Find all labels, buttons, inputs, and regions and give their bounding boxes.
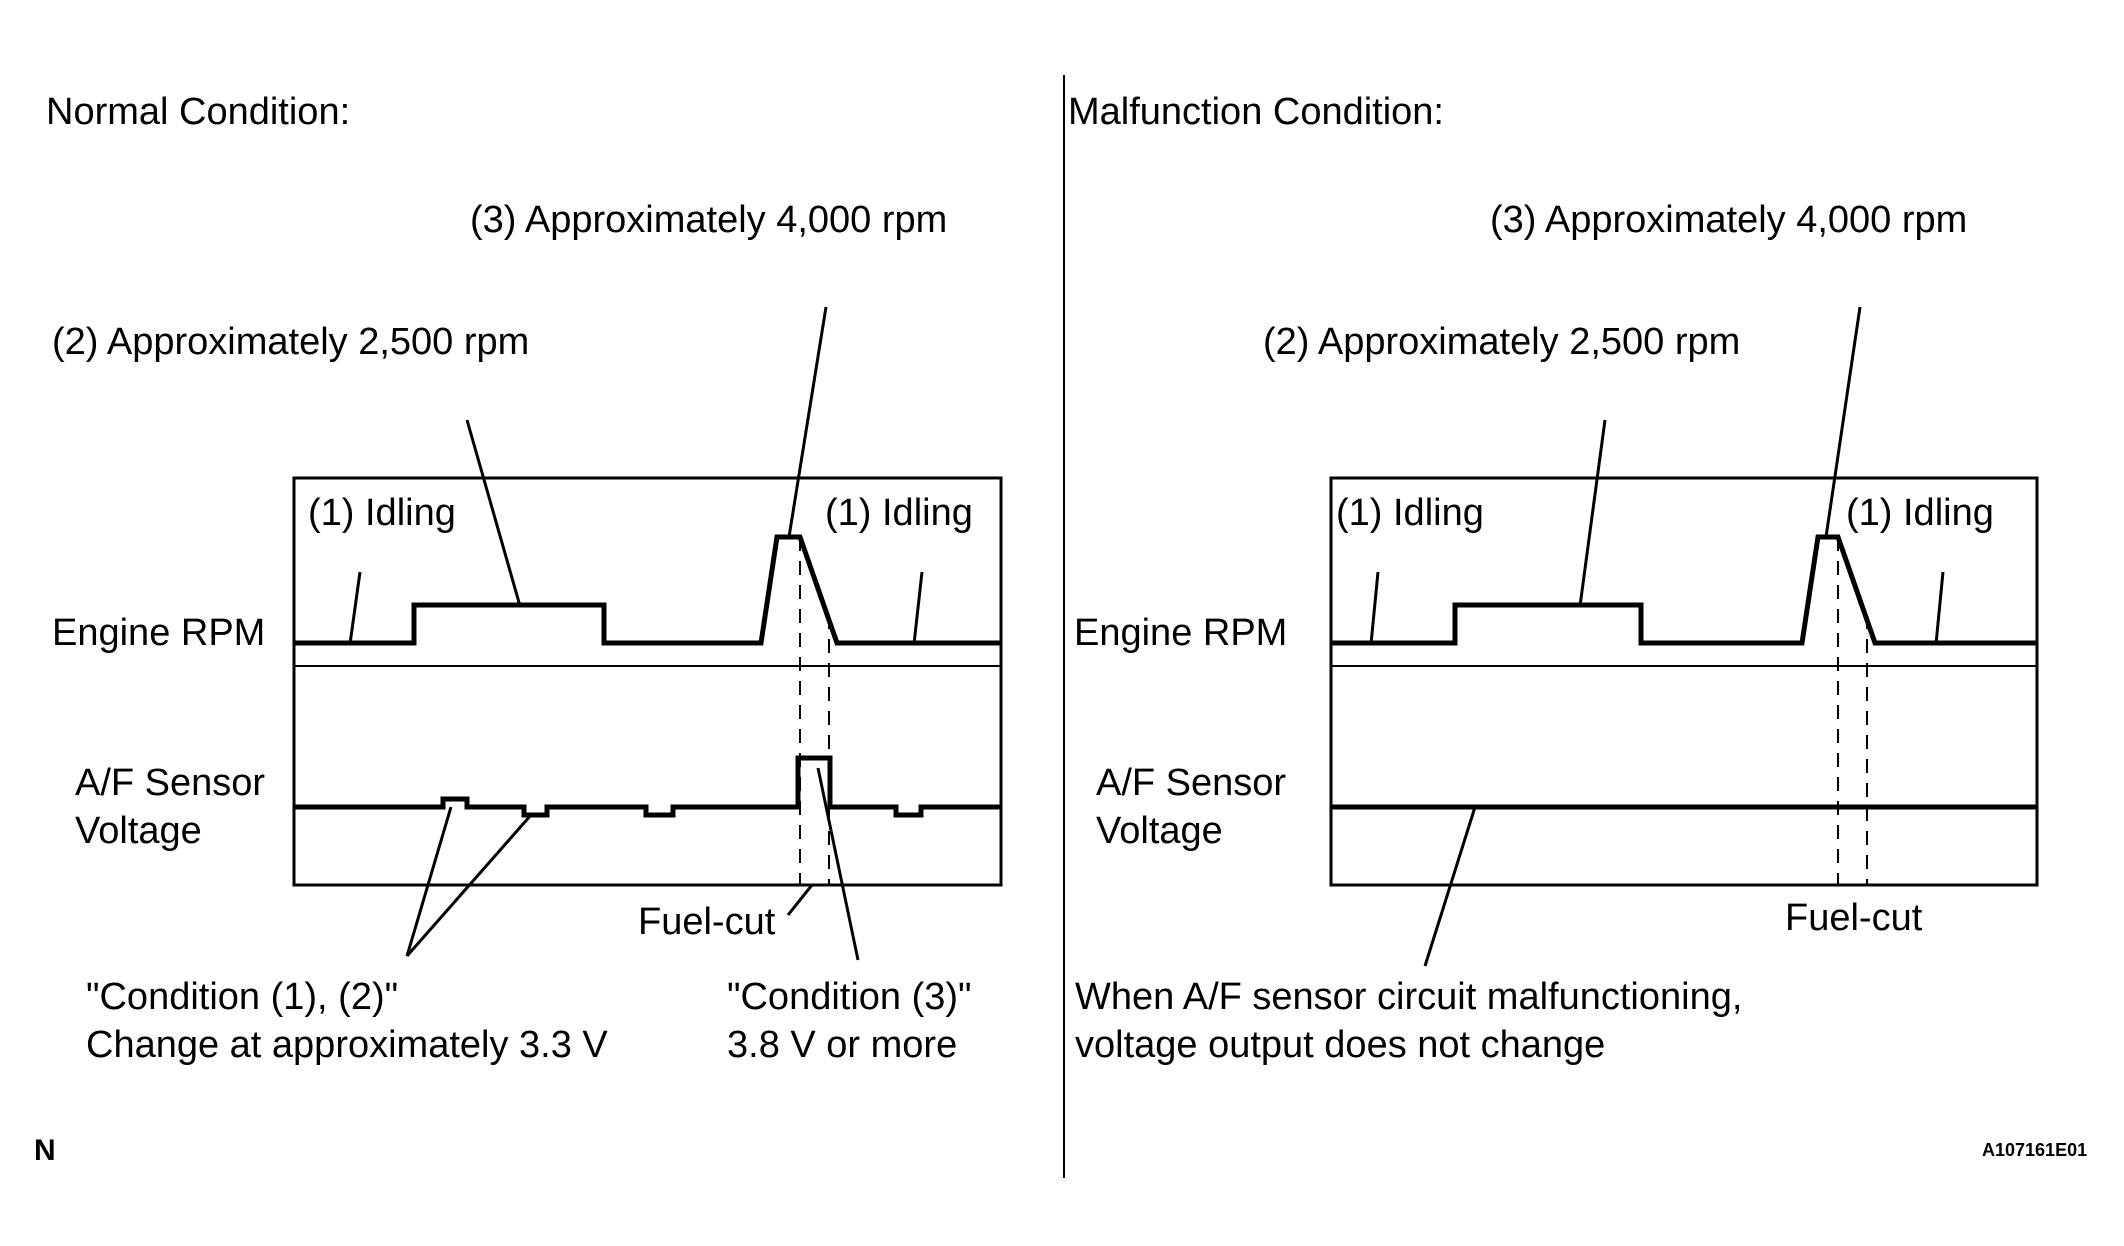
normal-sensor-label-line2: Voltage bbox=[75, 810, 202, 852]
malfunction-sensor-label-line2: Voltage bbox=[1096, 810, 1223, 852]
normal-idling-left-leader bbox=[348, 571, 362, 645]
normal-4000-leader bbox=[787, 306, 828, 538]
normal-label-4000rpm: (3) Approximately 4,000 rpm bbox=[470, 199, 947, 241]
malfunction-condition-panel: Malfunction Condition: (3) Approximately… bbox=[1068, 91, 2039, 1066]
normal-idling-right-leader bbox=[912, 571, 924, 645]
normal-condition12-leader-b bbox=[405, 814, 533, 957]
malfunction-chart-frame bbox=[1329, 476, 2039, 887]
normal-fuelcut-leader bbox=[786, 884, 814, 916]
corner-mark-n: N bbox=[34, 1134, 56, 1167]
normal-title: Normal Condition: bbox=[46, 91, 350, 133]
malfunction-sensor-label-line1: A/F Sensor bbox=[1096, 762, 1286, 804]
malfunction-note-line1: When A/F sensor circuit malfunctioning, bbox=[1075, 976, 1742, 1018]
malfunction-label-2500rpm: (2) Approximately 2,500 rpm bbox=[1263, 321, 1740, 363]
normal-sensor-label-line1: A/F Sensor bbox=[75, 762, 265, 804]
normal-condition-panel: Normal Condition: (3) Approximately 4,00… bbox=[46, 91, 1003, 1066]
normal-engine-rpm-label: Engine RPM bbox=[52, 612, 265, 654]
normal-note-condition12-line2: Change at approximately 3.3 V bbox=[86, 1024, 608, 1066]
normal-condition12-leader-a bbox=[405, 806, 453, 957]
malfunction-idling-right: (1) Idling bbox=[1846, 492, 1994, 534]
normal-condition3-leader bbox=[816, 767, 860, 961]
malfunction-fuelcut-label: Fuel-cut bbox=[1785, 897, 1923, 939]
normal-note-condition3-line1: "Condition (3)" bbox=[727, 976, 972, 1018]
malfunction-note-line2: voltage output does not change bbox=[1075, 1024, 1605, 1066]
malfunction-idling-right-leader bbox=[1934, 571, 1945, 645]
figure-id: A107161E01 bbox=[1982, 1140, 2087, 1160]
malfunction-idling-left: (1) Idling bbox=[1336, 492, 1484, 534]
malfunction-engine-rpm-label: Engine RPM bbox=[1074, 612, 1287, 654]
normal-fuelcut-label: Fuel-cut bbox=[638, 901, 776, 943]
normal-engine-rpm-trace bbox=[294, 534, 1001, 646]
normal-idling-right: (1) Idling bbox=[825, 492, 973, 534]
malfunction-4000-leader bbox=[1824, 306, 1862, 538]
normal-af-voltage-trace bbox=[294, 755, 1001, 818]
malfunction-note-leader bbox=[1423, 806, 1477, 967]
normal-label-2500rpm: (2) Approximately 2,500 rpm bbox=[52, 321, 529, 363]
normal-note-condition12-line1: "Condition (1), (2)" bbox=[86, 976, 398, 1018]
normal-note-condition3-line2: 3.8 V or more bbox=[727, 1024, 957, 1066]
malfunction-label-4000rpm: (3) Approximately 4,000 rpm bbox=[1490, 199, 1967, 241]
malfunction-title: Malfunction Condition: bbox=[1068, 91, 1444, 133]
malfunction-engine-rpm-trace bbox=[1331, 534, 2037, 646]
normal-idling-left: (1) Idling bbox=[308, 492, 456, 534]
malfunction-idling-left-leader bbox=[1369, 571, 1380, 645]
normal-chart-frame bbox=[292, 476, 1003, 887]
malfunction-2500-leader bbox=[1578, 419, 1607, 607]
normal-2500-leader bbox=[465, 419, 522, 607]
